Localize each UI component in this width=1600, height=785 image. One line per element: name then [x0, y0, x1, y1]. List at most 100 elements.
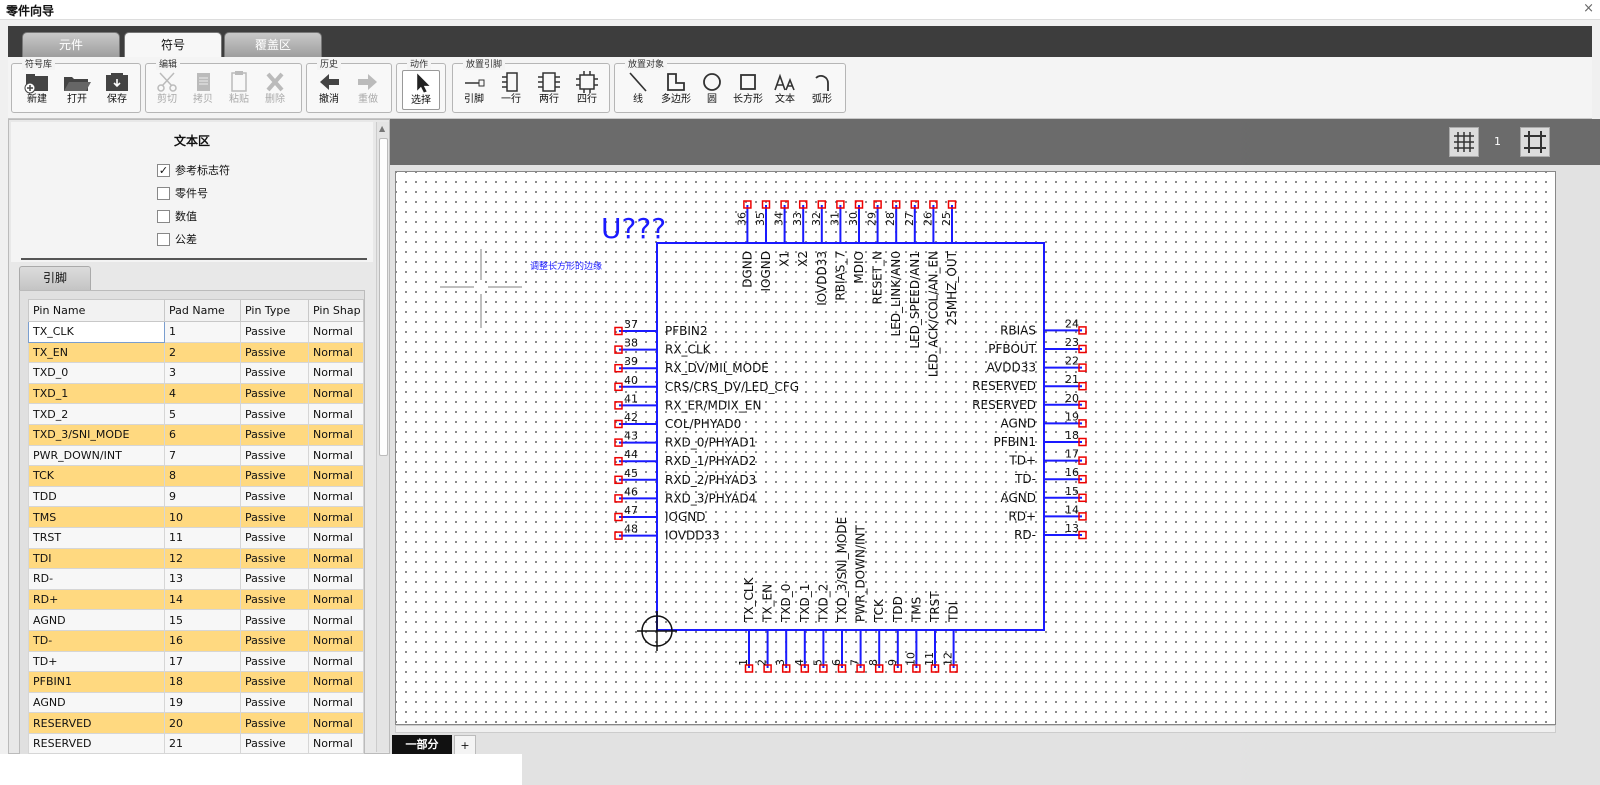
- cell-pad-name[interactable]: 18: [164, 671, 241, 693]
- line-button[interactable]: 线: [619, 70, 657, 110]
- cell-pin-name[interactable]: TD-: [28, 629, 165, 652]
- cell-pin-name[interactable]: PFBIN1: [28, 671, 165, 693]
- tab-part-one[interactable]: 一部分: [392, 735, 452, 755]
- cell-pin-type[interactable]: Passive: [240, 629, 309, 652]
- cell-pad-name[interactable]: 13: [164, 568, 241, 590]
- pin-endpoint-marker[interactable]: [614, 419, 623, 429]
- cell-pin-name[interactable]: TMS: [28, 506, 165, 528]
- cell-pin-type[interactable]: Passive: [240, 362, 309, 384]
- pin-endpoint-marker[interactable]: [614, 456, 623, 466]
- cell-pin-shape[interactable]: Normal: [308, 568, 364, 590]
- add-part-button[interactable]: +: [454, 735, 476, 755]
- cell-pin-type[interactable]: Passive: [240, 423, 309, 446]
- symbol-drawing[interactable]: 调整长方形的边缘 U??? 1TX_CLK2TX_EN3TXD_04TXD_15…: [396, 172, 1557, 726]
- pin-endpoint-marker[interactable]: [1078, 530, 1087, 540]
- cell-pin-shape[interactable]: Normal: [308, 609, 364, 631]
- pin-endpoint-marker[interactable]: [1078, 493, 1087, 503]
- pin-endpoint-marker[interactable]: [614, 475, 623, 485]
- cell-pin-type[interactable]: Passive: [240, 547, 309, 570]
- cell-pad-name[interactable]: 19: [164, 691, 241, 714]
- cell-pin-shape[interactable]: Normal: [308, 588, 364, 611]
- pin-endpoint-marker[interactable]: [763, 664, 772, 673]
- left-panel-scrollbar[interactable]: ▲: [376, 122, 389, 752]
- cell-pin-shape[interactable]: Normal: [308, 732, 364, 754]
- save-button[interactable]: 保存: [98, 70, 136, 110]
- cell-pin-name[interactable]: TCK: [28, 465, 165, 487]
- cell-pin-type[interactable]: Passive: [240, 691, 309, 714]
- cell-pad-name[interactable]: 14: [164, 588, 241, 611]
- header-pin-name[interactable]: Pin Name: [28, 299, 165, 322]
- cell-pin-type[interactable]: Passive: [240, 588, 309, 611]
- cell-pin-name[interactable]: TXD_0: [28, 362, 165, 384]
- cell-pin-name[interactable]: TXD_1: [28, 382, 165, 405]
- cell-pin-shape[interactable]: Normal: [308, 506, 364, 528]
- cut-button[interactable]: 剪切: [148, 70, 186, 110]
- pin-endpoint-marker[interactable]: [614, 512, 623, 522]
- cell-pin-shape[interactable]: Normal: [308, 547, 364, 570]
- pin-endpoint-marker[interactable]: [614, 531, 623, 540]
- cell-pin-shape[interactable]: Normal: [308, 712, 364, 734]
- pin-endpoint-marker[interactable]: [1078, 474, 1087, 484]
- pin-endpoint-marker[interactable]: [1078, 512, 1087, 521]
- pin-endpoint-marker[interactable]: [800, 664, 810, 673]
- cell-pin-shape[interactable]: Normal: [308, 485, 364, 508]
- pin-endpoint-marker[interactable]: [1078, 363, 1087, 372]
- component-body-rect[interactable]: [656, 242, 1045, 631]
- pin-endpoint-marker[interactable]: [614, 438, 623, 447]
- pin-endpoint-marker[interactable]: [1078, 344, 1087, 354]
- pin-endpoint-marker[interactable]: [614, 345, 623, 354]
- grid-toggle-button[interactable]: [1449, 127, 1479, 157]
- pin-endpoint-marker[interactable]: [910, 200, 920, 209]
- cell-pin-shape[interactable]: Normal: [308, 691, 364, 714]
- pin-endpoint-marker[interactable]: [836, 200, 845, 209]
- pin-endpoint-marker[interactable]: [1078, 437, 1087, 447]
- cell-pad-name[interactable]: 1: [164, 321, 241, 343]
- pin-endpoint-marker[interactable]: [1078, 326, 1087, 335]
- copy-button[interactable]: 拷贝: [184, 70, 222, 110]
- cell-pin-name[interactable]: AGND: [28, 691, 165, 714]
- cell-pad-name[interactable]: 9: [164, 485, 241, 508]
- delete-button[interactable]: 删除: [256, 70, 294, 110]
- cell-pin-shape[interactable]: Normal: [308, 650, 364, 673]
- tab-component[interactable]: 元件: [22, 32, 120, 57]
- cell-pin-name[interactable]: TXD_2: [28, 403, 165, 425]
- cell-pin-type[interactable]: Passive: [240, 650, 309, 673]
- header-pin-shape[interactable]: Pin Shap: [308, 299, 364, 322]
- reference-designator[interactable]: U???: [601, 212, 666, 245]
- checkbox-value[interactable]: 数值: [157, 208, 197, 224]
- cell-pad-name[interactable]: 10: [164, 506, 241, 528]
- cell-pin-type[interactable]: Passive: [240, 568, 309, 590]
- cell-pin-name[interactable]: TX_EN: [28, 341, 165, 364]
- four-rows-button[interactable]: 四行: [568, 70, 606, 110]
